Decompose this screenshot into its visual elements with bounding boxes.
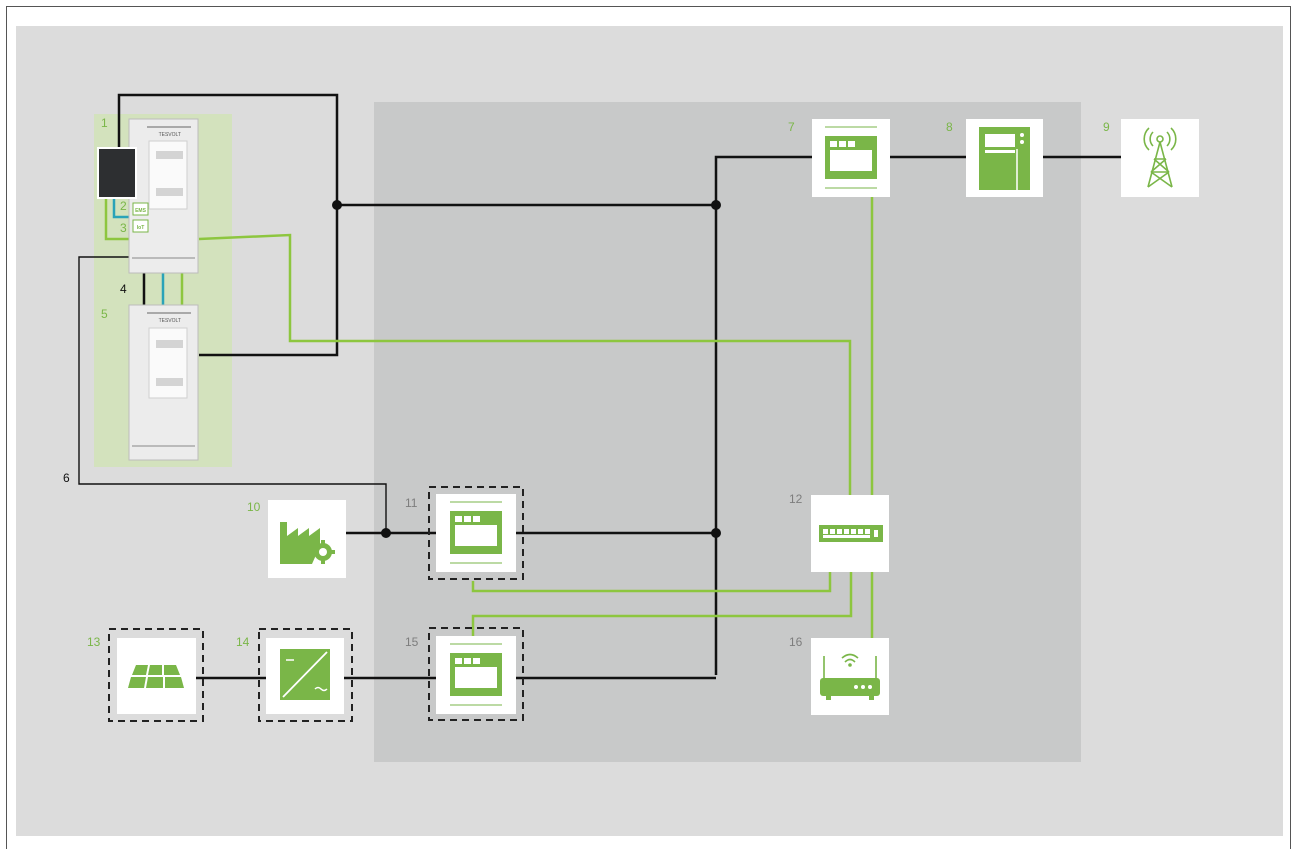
system-diagram: TESVOLT EMS IoT TESVOLT bbox=[16, 26, 1283, 836]
solar-panel-icon[interactable] bbox=[117, 638, 196, 714]
optional-frame-15 bbox=[428, 627, 524, 721]
node-number-13: 13 bbox=[87, 635, 101, 649]
inverter-icon[interactable] bbox=[266, 638, 344, 714]
power-lines bbox=[117, 93, 1121, 680]
node-number-10: 10 bbox=[247, 500, 261, 514]
node-number-6: 6 bbox=[63, 471, 70, 485]
data-lines bbox=[104, 197, 874, 638]
node-number-4: 4 bbox=[120, 282, 127, 296]
wifi-router-icon[interactable] bbox=[811, 638, 889, 715]
iot-label: IoT bbox=[137, 225, 145, 231]
optional-frame-13 bbox=[108, 628, 204, 722]
ems-label: EMS bbox=[135, 208, 147, 214]
node-number-11: 11 bbox=[405, 496, 418, 510]
node-number-8: 8 bbox=[946, 120, 953, 134]
distribution-cabinet-icon[interactable] bbox=[966, 119, 1043, 197]
node-number-5: 5 bbox=[101, 307, 108, 321]
network-switch-icon[interactable] bbox=[811, 495, 889, 572]
load-meter-icon[interactable] bbox=[436, 494, 516, 572]
node-number-3: 3 bbox=[120, 221, 127, 235]
optional-frame-14 bbox=[258, 628, 353, 722]
node-number-12: 12 bbox=[789, 492, 803, 506]
optional-frame-11 bbox=[428, 486, 524, 580]
storage-brand: TESVOLT bbox=[159, 132, 181, 138]
inverter-module-icon[interactable] bbox=[97, 147, 137, 199]
cyan-links bbox=[112, 197, 165, 305]
battery-master-cabinet-icon[interactable]: TESVOLT bbox=[128, 118, 199, 274]
node-number-14: 14 bbox=[236, 635, 250, 649]
storage-brand-2: TESVOLT bbox=[159, 318, 181, 324]
ems-tag: EMS bbox=[132, 202, 149, 216]
node-numbers: 1 2 3 4 5 6 7 8 9 10 11 12 13 14 15 16 bbox=[63, 116, 1110, 649]
node-number-15: 15 bbox=[405, 635, 419, 649]
transmission-tower-icon[interactable] bbox=[1121, 119, 1199, 197]
junction-dots bbox=[332, 200, 721, 538]
factory-gear-icon[interactable] bbox=[268, 500, 346, 578]
sensor-line-6 bbox=[78, 256, 387, 533]
node-number-9: 9 bbox=[1103, 120, 1110, 134]
diagram-frame: TESVOLT EMS IoT TESVOLT bbox=[6, 6, 1291, 849]
pv-meter-icon[interactable] bbox=[436, 636, 516, 714]
node-number-1: 1 bbox=[101, 116, 108, 130]
node-number-2: 2 bbox=[120, 199, 127, 213]
iot-tag: IoT bbox=[132, 219, 149, 233]
node-number-7: 7 bbox=[788, 120, 795, 134]
node-number-16: 16 bbox=[789, 635, 803, 649]
grid-meter-icon[interactable] bbox=[812, 119, 890, 197]
battery-slave-cabinet-icon[interactable]: TESVOLT bbox=[128, 304, 199, 461]
